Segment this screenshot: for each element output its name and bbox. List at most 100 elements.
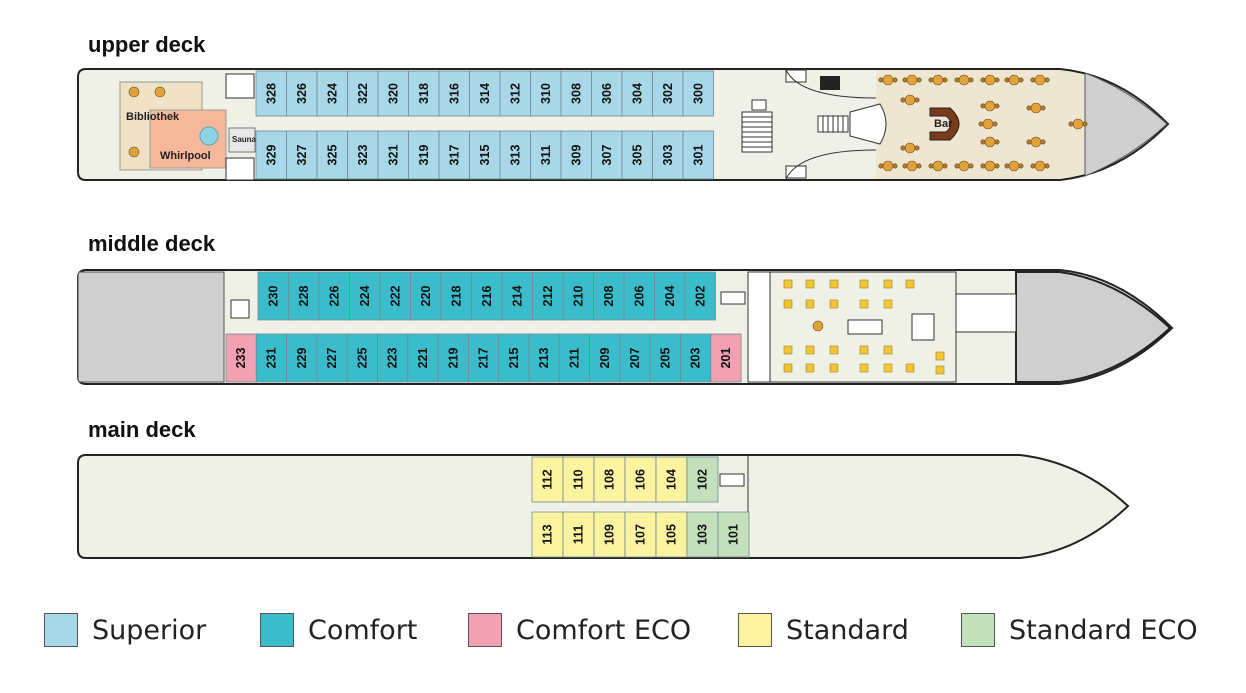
cabin-106[interactable]: [624, 456, 657, 503]
cabin-327[interactable]: [286, 130, 318, 180]
lounge-chair: [980, 139, 986, 145]
cabin-109[interactable]: [593, 511, 626, 558]
cabin-217[interactable]: [467, 333, 500, 383]
cabin-107[interactable]: [624, 511, 657, 558]
cabin-105[interactable]: [655, 511, 688, 558]
cabin-221[interactable]: [407, 333, 439, 383]
upper-lounge-area: [876, 70, 1120, 179]
cabin-214[interactable]: [501, 271, 533, 321]
lounge-chair: [1082, 121, 1088, 127]
cabin-309[interactable]: [560, 130, 592, 180]
upper-small-room: [751, 99, 767, 111]
cabin-324[interactable]: [316, 70, 348, 117]
cabin-226[interactable]: [318, 271, 350, 321]
whirlpool-label: Whirlpool: [160, 150, 211, 162]
cabin-231[interactable]: [255, 333, 287, 383]
cabin-215[interactable]: [498, 333, 530, 383]
cabin-316[interactable]: [438, 70, 470, 117]
cabin-110[interactable]: [562, 456, 595, 503]
cabin-320[interactable]: [377, 70, 409, 117]
cabin-219[interactable]: [437, 333, 469, 383]
cabin-label-103: 103: [696, 524, 710, 545]
cabin-207[interactable]: [619, 333, 651, 383]
cabin-202[interactable]: [684, 271, 716, 321]
lounge-chair: [1040, 139, 1046, 145]
cabin-314[interactable]: [469, 70, 501, 117]
cabin-300[interactable]: [682, 70, 714, 117]
middle-restaurant-tables: [783, 279, 945, 375]
cabin-311[interactable]: [530, 130, 562, 180]
cabin-317[interactable]: [438, 130, 470, 180]
restaurant-seat: [859, 363, 869, 373]
cabin-313[interactable]: [499, 130, 531, 180]
lounge-table: [958, 74, 970, 86]
cabin-310[interactable]: [530, 70, 562, 117]
whirlpool-pool: [199, 126, 219, 146]
cabin-103[interactable]: [686, 511, 719, 558]
cabin-205[interactable]: [649, 333, 681, 383]
cabin-102[interactable]: [686, 456, 719, 503]
cabin-220[interactable]: [410, 271, 442, 321]
cabin-108[interactable]: [593, 456, 626, 503]
cabin-322[interactable]: [347, 70, 379, 117]
cabin-323[interactable]: [347, 130, 379, 180]
cabin-319[interactable]: [408, 130, 440, 180]
lounge-table: [882, 160, 894, 172]
cabin-329[interactable]: [255, 130, 287, 180]
cabin-212[interactable]: [532, 271, 564, 321]
cabin-label-210: 210: [571, 286, 585, 307]
lounge-chair: [994, 163, 1000, 169]
cabin-301[interactable]: [682, 130, 714, 180]
restaurant-seat: [935, 365, 945, 375]
cabin-label-301: 301: [691, 145, 705, 166]
cabin-210[interactable]: [562, 271, 594, 321]
cabin-227[interactable]: [316, 333, 348, 383]
cabin-label-106: 106: [634, 469, 648, 490]
lounge-table: [932, 160, 944, 172]
cabin-321[interactable]: [377, 130, 409, 180]
cabin-112[interactable]: [531, 456, 564, 503]
cabin-306[interactable]: [591, 70, 623, 117]
restaurant-seat: [783, 363, 793, 373]
cabin-218[interactable]: [440, 271, 472, 321]
cabin-229[interactable]: [286, 333, 318, 383]
lounge-table: [904, 142, 916, 154]
cabin-315[interactable]: [469, 130, 501, 180]
cabin-208[interactable]: [593, 271, 625, 321]
cabin-225[interactable]: [346, 333, 378, 383]
cabin-233[interactable]: [225, 333, 257, 383]
cabin-204[interactable]: [654, 271, 686, 321]
cabin-304[interactable]: [621, 70, 653, 117]
cabin-label-321: 321: [386, 145, 400, 166]
cabin-213[interactable]: [528, 333, 560, 383]
cabin-216[interactable]: [471, 271, 503, 321]
lounge-chair: [942, 77, 948, 83]
cabin-230[interactable]: [257, 271, 289, 321]
legend-label-standard: Standard: [786, 614, 909, 646]
cabin-label-213: 213: [537, 348, 551, 369]
cabin-113[interactable]: [531, 511, 564, 558]
cabin-325[interactable]: [316, 130, 348, 180]
lounge-chair: [1044, 77, 1050, 83]
lounge-chair: [968, 163, 974, 169]
cabin-211[interactable]: [558, 333, 590, 383]
cabin-328[interactable]: [255, 70, 287, 117]
cabin-203[interactable]: [680, 333, 712, 383]
restaurant-seat: [829, 363, 839, 373]
cabin-label-202: 202: [693, 286, 707, 307]
restaurant-round-table: [812, 320, 824, 332]
restaurant-seat: [829, 279, 839, 289]
lounge-chair: [1018, 163, 1024, 169]
lounge-table: [1072, 118, 1084, 130]
cabin-label-112: 112: [541, 469, 555, 489]
cabin-label-326: 326: [295, 83, 309, 104]
cabin-308[interactable]: [560, 70, 592, 117]
cabin-223[interactable]: [377, 333, 409, 383]
cabin-101[interactable]: [717, 511, 750, 558]
lounge-chair: [914, 97, 920, 103]
cabin-201[interactable]: [710, 333, 742, 383]
cabin-label-223: 223: [386, 348, 400, 369]
cabin-206[interactable]: [623, 271, 655, 321]
lounge-chair: [916, 77, 922, 83]
cabin-111[interactable]: [562, 511, 595, 558]
